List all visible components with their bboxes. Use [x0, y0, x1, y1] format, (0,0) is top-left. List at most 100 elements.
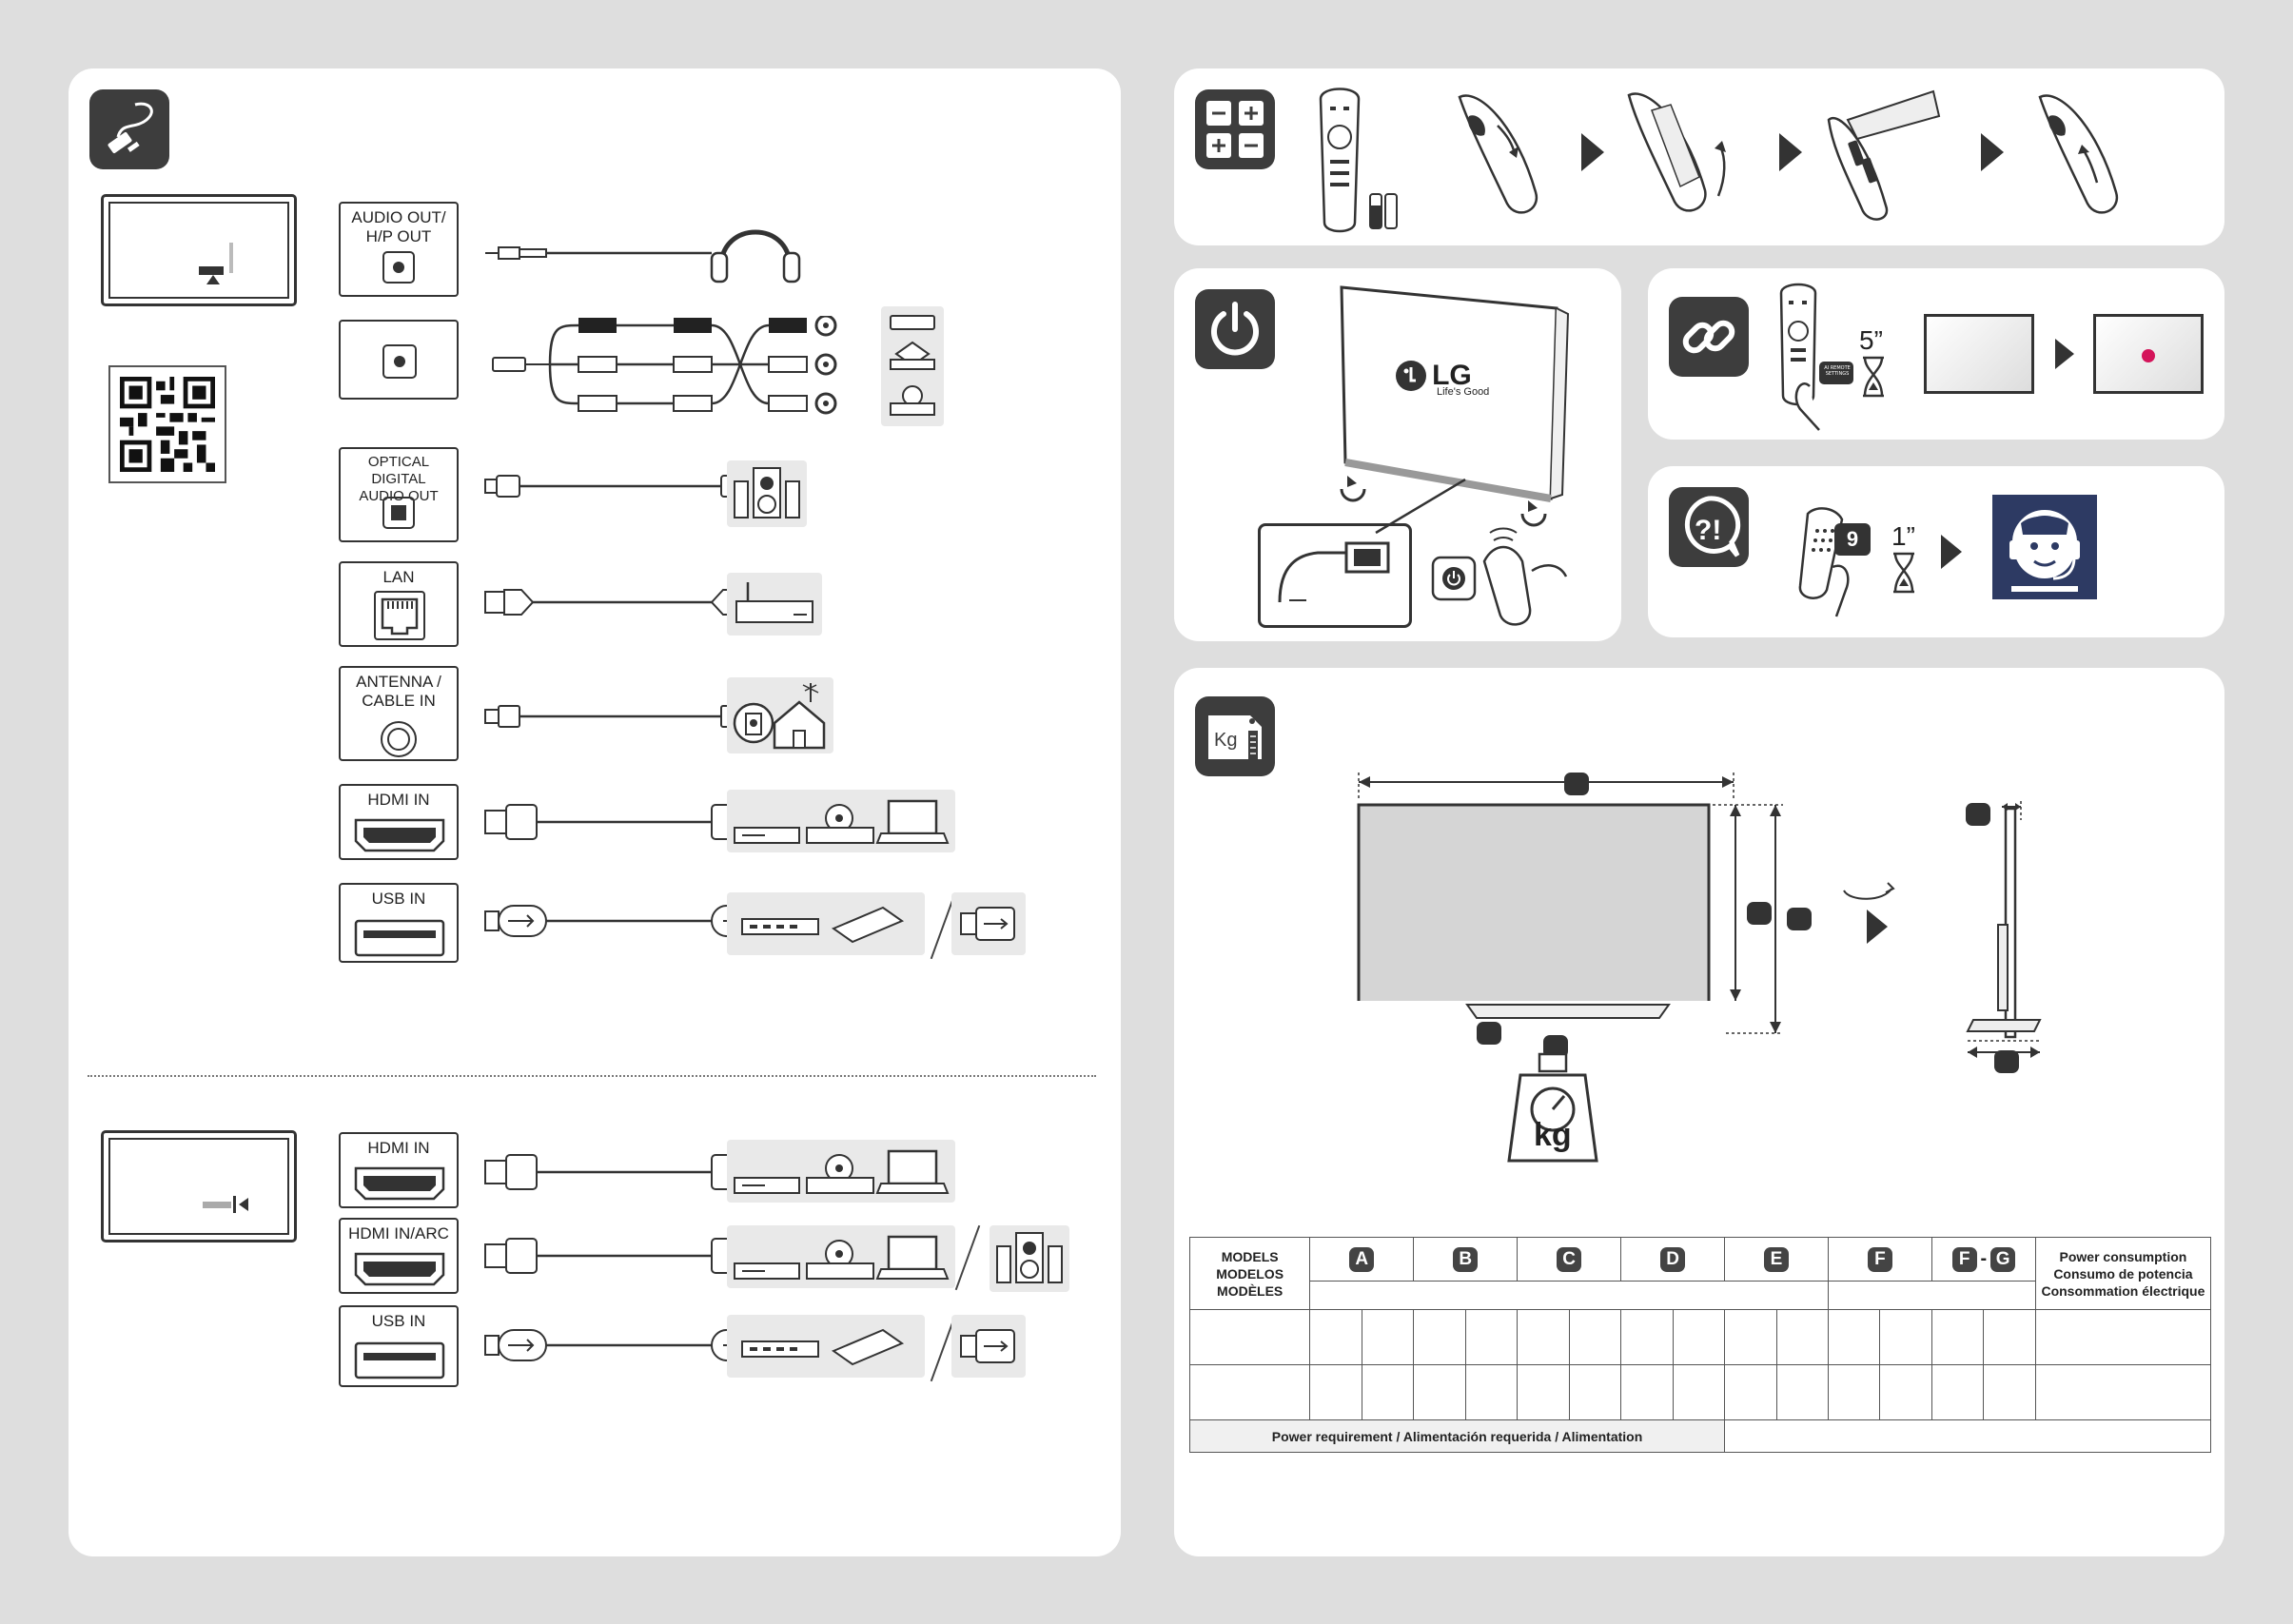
pair-timer: 5”: [1859, 325, 1883, 355]
power-requirement-label: Power requirement / Alimentación requeri…: [1188, 1419, 1726, 1453]
rotate-icon: [1843, 882, 1895, 900]
table-cell: [1879, 1309, 1932, 1365]
pairing-pointer-dot: [2142, 349, 2155, 362]
router-device: [727, 573, 822, 636]
cable-icon: [89, 89, 169, 169]
table-cell: [1775, 1309, 1829, 1365]
remote-pair-press: [1779, 283, 1853, 431]
tv-port-slot: [199, 266, 224, 275]
qr-code[interactable]: [108, 365, 226, 483]
hdmi-cable: [484, 1154, 764, 1190]
power-icon: [1195, 289, 1275, 369]
usb-cable: [484, 905, 760, 937]
tv-stand: [1465, 1004, 1671, 1019]
port-label: USB IN: [371, 1312, 426, 1330]
badge-b: B: [1453, 1246, 1479, 1272]
tv-front-dimensions: [1357, 773, 1734, 1001]
spec-table: MODELS MODELOS MODÈLES A B C D E F F - G…: [1188, 1237, 2212, 1453]
table-cell: [1827, 1309, 1881, 1365]
lan-jack-icon: [374, 591, 425, 640]
lg-logo: LG Life's Good: [1395, 360, 1489, 398]
table-cell: [1517, 1309, 1570, 1365]
hdmi-arc-devices: [727, 1225, 955, 1288]
table-cell: [1672, 1364, 1726, 1420]
table-cell: [1361, 1309, 1415, 1365]
power-requirement-value: [1724, 1419, 2211, 1453]
models-header: MODELS MODELOS MODÈLES: [1188, 1237, 1311, 1310]
table-cell: [1620, 1309, 1674, 1365]
usb-jack-icon: [354, 1341, 445, 1379]
subheader-blank-1: [1309, 1281, 1829, 1310]
battery-panel: [1174, 68, 2224, 245]
port-lan: LAN: [339, 561, 459, 647]
table-row: [1188, 1309, 2212, 1365]
col-header-fg: F - G: [1930, 1237, 2036, 1282]
antenna-home-device: [727, 677, 833, 753]
hourglass-icon: [1863, 356, 1884, 398]
dimension-mark-d: [1477, 1022, 1501, 1045]
port-label: ANTENNA / CABLE IN: [356, 673, 441, 710]
remote-step-1: [1458, 94, 1538, 214]
col-header-a: A: [1309, 1237, 1415, 1282]
table-cell: [1309, 1309, 1362, 1365]
col-header-b: B: [1413, 1237, 1519, 1282]
step-arrow: [1981, 133, 2004, 171]
badge-a: A: [1349, 1246, 1375, 1272]
table-row: [1188, 1364, 2212, 1420]
tv-button-closeup: [1258, 523, 1412, 628]
coax-cable: [484, 705, 756, 728]
table-cell: [1930, 1364, 1985, 1420]
hdmi-devices: [727, 1140, 955, 1203]
dimension-mark-g: [1994, 1050, 2019, 1073]
table-cell: [1724, 1364, 1777, 1420]
av-devices: [881, 306, 944, 426]
table-cell: [1464, 1309, 1519, 1365]
port-optical: OPTICAL DIGITAL AUDIO OUT: [339, 447, 459, 542]
step-arrow: [1941, 535, 1962, 569]
tv-port-line: [229, 243, 233, 273]
table-cell: [1309, 1364, 1362, 1420]
col-header-e: E: [1724, 1237, 1829, 1282]
remote-step-3: [1827, 89, 1941, 221]
dimension-mark-c: [1787, 908, 1812, 930]
remote-step-4: [2038, 94, 2119, 214]
hourglass-icon: [1893, 552, 1914, 594]
table-cell: [1188, 1309, 1311, 1365]
dimension-mark-a: [1564, 773, 1589, 795]
customer-support-avatar[interactable]: [1992, 495, 2097, 599]
port-label: OPTICAL DIGITAL AUDIO OUT: [359, 454, 439, 504]
help-key-9[interactable]: 9: [1834, 523, 1871, 556]
table-cell: [1930, 1309, 1985, 1365]
tv-screen-before: [1924, 314, 2034, 394]
table-cell: [1724, 1309, 1777, 1365]
step-arrow: [1779, 133, 1802, 171]
hdmi-devices: [727, 790, 955, 852]
table-cell: [1620, 1364, 1674, 1420]
table-cell: [1827, 1364, 1881, 1420]
scale-unit: kg: [1534, 1117, 1572, 1153]
step-arrow: [1867, 910, 1888, 944]
remote-step-2: [1627, 92, 1726, 212]
step-arrow: [2055, 339, 2074, 369]
tv-side-profile: [1966, 801, 2042, 1058]
usb-storage-devices: [727, 1315, 925, 1378]
remote-settings-button[interactable]: AI REMOTE SETTINGS: [1824, 365, 1851, 377]
table-cell: [1568, 1364, 1622, 1420]
table-cell: [2034, 1364, 2212, 1420]
help-timer: 1”: [1891, 521, 1915, 551]
power-signal-left: [1340, 476, 1366, 502]
table-cell: [1983, 1364, 2036, 1420]
port-hdmi-side: HDMI IN: [339, 1132, 459, 1208]
remote-with-batteries: [1319, 88, 1398, 233]
tv-back-diagram: [101, 194, 297, 306]
tv-port-indicator: [206, 275, 220, 284]
port-label: HDMI IN/ARC: [348, 1224, 449, 1242]
hdmi-jack-icon: [354, 1166, 445, 1201]
tv-height-lines: [1707, 804, 1783, 1034]
table-cell: [2034, 1309, 2212, 1365]
scale-icon: [1507, 1052, 1598, 1163]
col-header-f: F: [1827, 1237, 1932, 1282]
port-label: AUDIO OUT/ H/P OUT: [351, 208, 446, 245]
remote-help-press: [1798, 507, 1850, 617]
speaker-device: [727, 460, 807, 527]
